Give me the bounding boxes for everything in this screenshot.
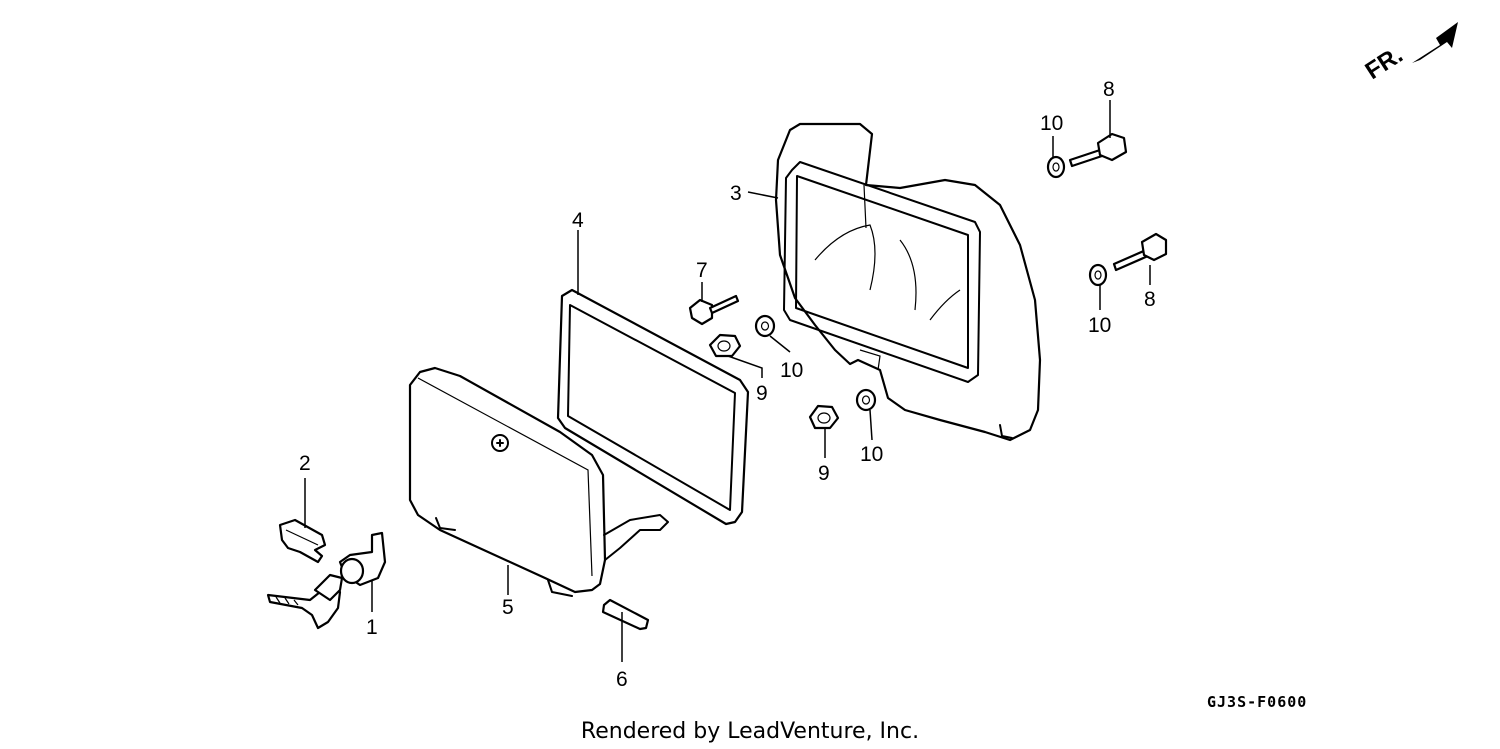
nut-9-lower-part <box>808 404 840 430</box>
bolt-8-right-part <box>1112 232 1168 272</box>
key-cylinder-part <box>266 531 387 630</box>
callout-seal: 4 <box>572 209 584 232</box>
callout-washer-10-right: 10 <box>1088 314 1111 337</box>
callout-bolt-8-right: 8 <box>1144 288 1156 311</box>
callout-numbers: 1 2 3 4 5 6 7 8 8 9 9 10 10 10 10 <box>299 78 1156 691</box>
clip-part <box>278 518 327 564</box>
front-direction-indicator: FR. <box>1361 22 1458 85</box>
front-direction-arrow-icon <box>1412 22 1458 63</box>
washer-10-mid-part <box>754 314 776 338</box>
callout-clip: 2 <box>299 452 311 475</box>
callout-case: 3 <box>730 182 742 205</box>
leader-lines <box>304 100 1151 662</box>
callout-bolt-8-top: 8 <box>1103 78 1115 101</box>
callout-lid: 5 <box>502 596 514 619</box>
washer-10-top-part <box>1046 155 1066 179</box>
callout-key-cylinder: 1 <box>366 616 378 639</box>
washer-10-right-part <box>1088 263 1108 287</box>
washer-10-lower-part <box>855 388 877 412</box>
bolt-8-top-part <box>1068 132 1128 168</box>
callout-washer-10-mid: 10 <box>780 359 803 382</box>
callout-washer-10-top: 10 <box>1040 112 1063 135</box>
bolt-7-part <box>688 294 740 326</box>
nut-9-left-part <box>708 333 742 358</box>
callout-bolt-7: 7 <box>696 259 708 282</box>
callout-nut-9-left: 9 <box>756 382 768 405</box>
diagram-code: GJ3S-F0600 <box>1207 693 1307 711</box>
seal-part <box>556 288 750 526</box>
credit-text: Rendered by LeadVenture, Inc. <box>581 719 919 744</box>
callout-nut-9-lower: 9 <box>818 462 830 485</box>
callout-pin: 6 <box>616 668 628 691</box>
front-direction-label: FR. <box>1361 41 1408 85</box>
lid-part <box>408 366 669 597</box>
pin-part <box>601 598 650 631</box>
case-part <box>774 122 1042 442</box>
callout-washer-10-lower: 10 <box>860 443 883 466</box>
